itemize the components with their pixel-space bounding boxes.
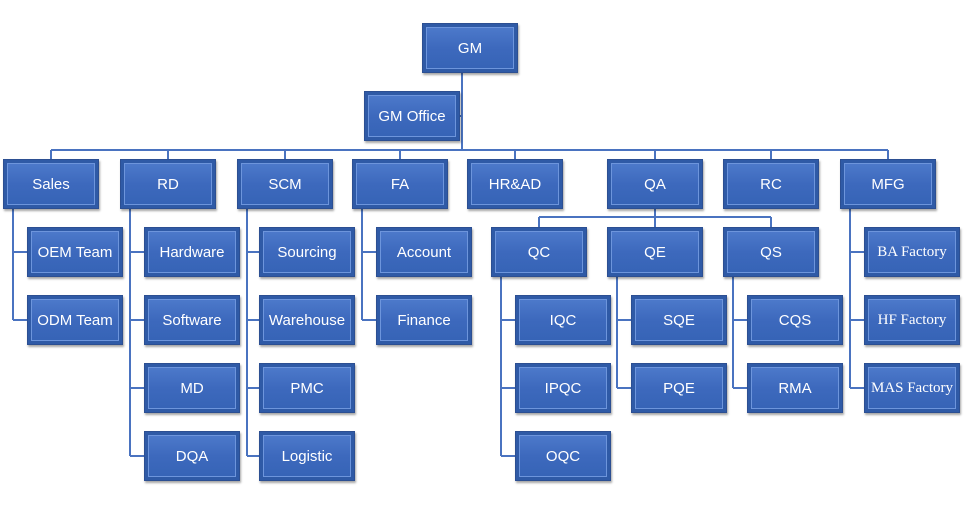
node-md[interactable]: MD bbox=[144, 363, 240, 413]
node-label: IPQC bbox=[544, 379, 582, 397]
node-sqe[interactable]: SQE bbox=[631, 295, 727, 345]
node-qs[interactable]: QS bbox=[723, 227, 819, 277]
node-gm-office[interactable]: GM Office bbox=[364, 91, 460, 141]
node-rd[interactable]: RD bbox=[120, 159, 216, 209]
node-odm-team[interactable]: ODM Team bbox=[27, 295, 123, 345]
node-label: BA Factory bbox=[877, 243, 947, 260]
node-warehouse[interactable]: Warehouse bbox=[259, 295, 355, 345]
node-label: Account bbox=[396, 243, 452, 261]
node-label: QA bbox=[644, 175, 666, 193]
node-ipqc[interactable]: IPQC bbox=[515, 363, 611, 413]
node-label: DQA bbox=[175, 447, 209, 465]
node-label: ODM Team bbox=[37, 311, 113, 329]
node-label: QC bbox=[527, 243, 551, 261]
node-label: PMC bbox=[290, 379, 324, 397]
node-label: OEM Team bbox=[37, 243, 113, 261]
node-oem-team[interactable]: OEM Team bbox=[27, 227, 123, 277]
node-label: GM Office bbox=[378, 107, 446, 125]
node-label: FA bbox=[390, 175, 410, 193]
node-label: MD bbox=[180, 379, 204, 397]
node-mas-factory[interactable]: MAS Factory bbox=[864, 363, 960, 413]
node-hrad[interactable]: HR&AD bbox=[467, 159, 563, 209]
node-label: CQS bbox=[778, 311, 812, 329]
node-label: RD bbox=[157, 175, 179, 193]
node-qc[interactable]: QC bbox=[491, 227, 587, 277]
node-oqc[interactable]: OQC bbox=[515, 431, 611, 481]
node-label: IQC bbox=[549, 311, 577, 329]
node-scm[interactable]: SCM bbox=[237, 159, 333, 209]
node-label: Sourcing bbox=[277, 243, 337, 261]
node-label: RC bbox=[760, 175, 782, 193]
node-label: OQC bbox=[545, 447, 581, 465]
node-ba-factory[interactable]: BA Factory bbox=[864, 227, 960, 277]
node-gm[interactable]: GM bbox=[422, 23, 518, 73]
node-software[interactable]: Software bbox=[144, 295, 240, 345]
node-pqe[interactable]: PQE bbox=[631, 363, 727, 413]
node-iqc[interactable]: IQC bbox=[515, 295, 611, 345]
node-label: SQE bbox=[663, 311, 695, 329]
node-label: SCM bbox=[268, 175, 302, 193]
node-label: Sales bbox=[32, 175, 70, 193]
node-qa[interactable]: QA bbox=[607, 159, 703, 209]
node-hardware[interactable]: Hardware bbox=[144, 227, 240, 277]
node-fa[interactable]: FA bbox=[352, 159, 448, 209]
node-qe[interactable]: QE bbox=[607, 227, 703, 277]
node-sales[interactable]: Sales bbox=[3, 159, 99, 209]
node-label: Finance bbox=[397, 311, 451, 329]
node-pmc[interactable]: PMC bbox=[259, 363, 355, 413]
node-label: PQE bbox=[663, 379, 695, 397]
node-label: HF Factory bbox=[877, 311, 947, 328]
node-finance[interactable]: Finance bbox=[376, 295, 472, 345]
node-label: GM bbox=[457, 39, 483, 57]
node-label: RMA bbox=[778, 379, 812, 397]
node-account[interactable]: Account bbox=[376, 227, 472, 277]
node-sourcing[interactable]: Sourcing bbox=[259, 227, 355, 277]
node-mfg[interactable]: MFG bbox=[840, 159, 936, 209]
node-label: Logistic bbox=[281, 447, 333, 465]
node-label: MFG bbox=[871, 175, 905, 193]
node-label: Warehouse bbox=[268, 311, 346, 329]
node-dqa[interactable]: DQA bbox=[144, 431, 240, 481]
node-label: HR&AD bbox=[488, 175, 542, 193]
node-label: QE bbox=[644, 243, 666, 261]
node-label: QS bbox=[760, 243, 782, 261]
node-rc[interactable]: RC bbox=[723, 159, 819, 209]
node-rma[interactable]: RMA bbox=[747, 363, 843, 413]
node-label: Hardware bbox=[159, 243, 225, 261]
node-hf-factory[interactable]: HF Factory bbox=[864, 295, 960, 345]
node-label: MAS Factory bbox=[870, 379, 954, 396]
node-logistic[interactable]: Logistic bbox=[259, 431, 355, 481]
node-cqs[interactable]: CQS bbox=[747, 295, 843, 345]
node-label: Software bbox=[162, 311, 222, 329]
